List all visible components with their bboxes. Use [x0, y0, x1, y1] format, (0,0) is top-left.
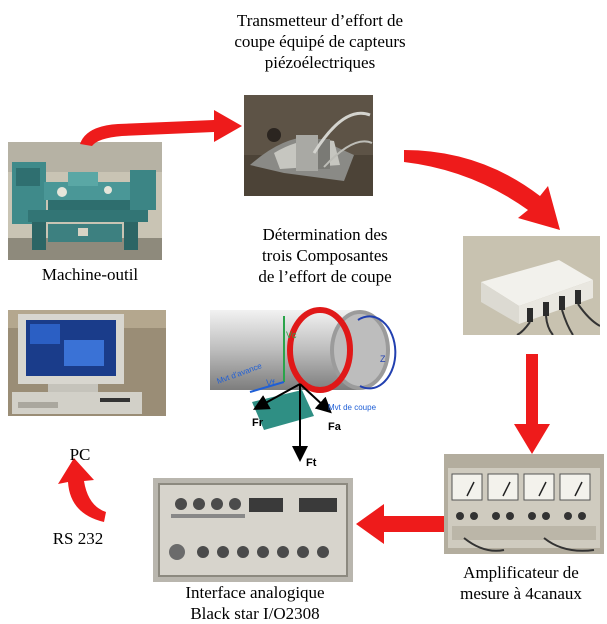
interface-label: Interface analogique Black star I/O2308 — [185, 583, 325, 623]
mvt-coupe-label: Mvt de coupe — [328, 403, 377, 412]
vf-label: Vf — [266, 378, 275, 388]
rs232-label: RS 232 — [52, 529, 104, 548]
amplifier-label: Amplificateur de mesure à 4canaux — [460, 563, 582, 603]
cutting-force-schematic: Vc Vf Z Mvt d’avance Mvt de coupe Fr Fa … — [210, 290, 420, 470]
signal-box-photo — [463, 236, 600, 335]
arrow-box-to-amplifier — [514, 354, 550, 454]
pc-photo — [8, 310, 166, 416]
ft-label: Ft — [306, 457, 317, 469]
arrow-amplifier-to-interface — [356, 504, 444, 544]
transducer-label: Transmetteur d’effort de coupe équipé de… — [234, 11, 406, 72]
arrow-transducer-to-box — [404, 150, 560, 230]
vc-label: Vc — [286, 330, 297, 340]
pc-label: PC — [69, 445, 91, 464]
machine-tool-photo — [8, 142, 162, 260]
z-label: Z — [380, 354, 386, 364]
arrow-interface-to-pc — [58, 458, 106, 522]
interface-photo — [153, 478, 353, 582]
amplifier-photo — [444, 454, 604, 554]
arrow-machine-to-transducer — [80, 110, 242, 146]
fr-label: Fr — [252, 417, 264, 429]
machine-tool-label: Machine-outil — [41, 265, 139, 284]
fa-label: Fa — [328, 421, 342, 433]
transducer-photo — [244, 95, 373, 196]
center-title: Détermination des trois Composantes de l… — [258, 225, 392, 286]
